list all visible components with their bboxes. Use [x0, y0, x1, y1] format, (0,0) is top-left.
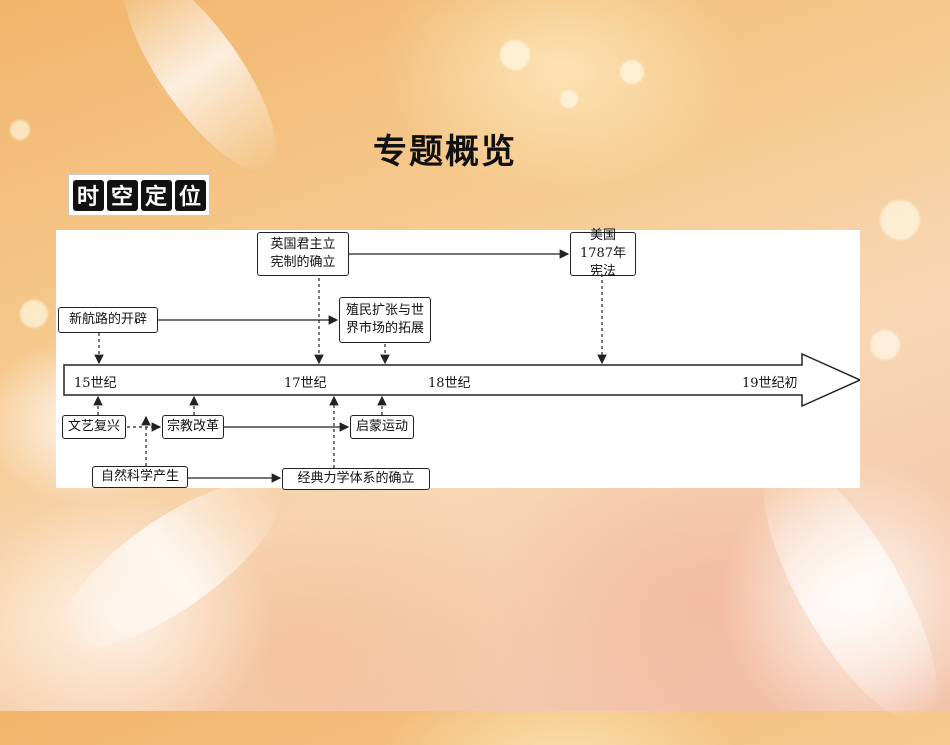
- node-enlightenment: 启蒙运动: [350, 415, 414, 439]
- node-england: 英国君主立宪制的确立: [257, 232, 349, 276]
- badge-char: 定: [140, 179, 172, 211]
- node-renaissance: 文艺复兴: [62, 415, 126, 439]
- bokeh-decoration: [20, 300, 48, 328]
- node-natural-science: 自然科学产生: [92, 466, 188, 488]
- tick-17th: 17世纪: [284, 376, 327, 391]
- section-badge: 时 空 定 位: [68, 174, 210, 216]
- node-usa: 美国1787年宪法: [570, 228, 636, 279]
- tick-19th: 19世纪初: [742, 376, 798, 391]
- badge-char: 时: [72, 179, 104, 211]
- diagram-connectors: [63, 249, 860, 483]
- bokeh-decoration: [10, 120, 30, 140]
- timeline-diagram: 新航路的开辟 英国君主立宪制的确立 美国1787年宪法 殖民扩张与世界市场的拓展…: [56, 228, 860, 490]
- node-reformation: 宗教改革: [162, 415, 224, 439]
- bokeh-decoration: [560, 90, 578, 108]
- badge-char: 空: [106, 179, 138, 211]
- page-title: 专题概览: [373, 132, 517, 172]
- bokeh-decoration: [620, 60, 644, 84]
- bokeh-decoration: [880, 200, 920, 240]
- timeline-arrow: [63, 352, 860, 408]
- bokeh-decoration: [870, 330, 900, 360]
- node-mechanics: 经典力学体系的确立: [282, 468, 430, 490]
- bokeh-decoration: [500, 40, 530, 70]
- tick-15th: 15世纪: [74, 376, 117, 391]
- feather-decoration: [98, 0, 302, 192]
- node-colonial: 殖民扩张与世界市场的拓展: [339, 297, 431, 343]
- tick-18th: 18世纪: [428, 376, 471, 391]
- node-new-route: 新航路的开辟: [58, 307, 158, 333]
- badge-char: 位: [174, 179, 206, 211]
